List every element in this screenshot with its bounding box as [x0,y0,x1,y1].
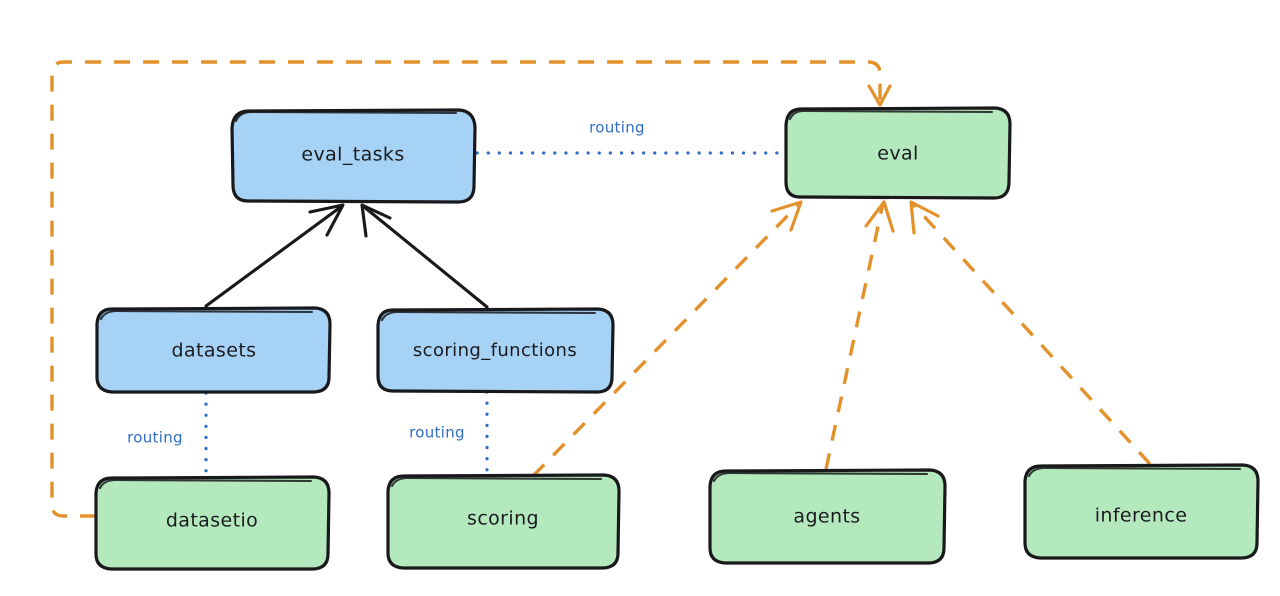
node-label-datasets: datasets [172,340,257,362]
node-label-scoring-functions: scoring_functions [413,340,577,361]
edge-label-routing-top: routing [589,119,645,137]
edge-scoring-eval[interactable] [531,200,803,478]
routing-edges-group [204,151,788,479]
node-datasetio[interactable]: datasetio [94,475,331,571]
edge-labels-group: routing routing routing [127,119,645,447]
node-label-scoring: scoring [467,508,539,530]
edge-label-routing-left: routing [127,429,183,447]
edge-scoring-functions-eval-tasks[interactable] [360,203,489,309]
edge-agents-eval[interactable] [824,200,895,470]
node-label-inference: inference [1095,505,1188,527]
node-agents[interactable]: agents [708,468,947,565]
node-eval-tasks[interactable]: eval_tasks [230,108,477,204]
node-eval[interactable]: eval [784,106,1012,200]
node-label-agents: agents [793,506,860,528]
node-scoring-functions[interactable]: scoring_functions [376,307,615,394]
node-label-datasetio: datasetio [166,510,258,532]
node-label-eval-tasks: eval_tasks [301,144,404,166]
edge-datasets-eval-tasks[interactable] [204,203,345,308]
node-scoring[interactable]: scoring [386,473,621,570]
hierarchy-edges-group [204,203,489,309]
dependency-edges-group [50,60,1152,518]
edge-inference-eval[interactable] [909,200,1152,466]
node-datasets[interactable]: datasets [95,306,332,394]
edge-label-routing-mid: routing [409,424,465,442]
node-inference[interactable]: inference [1023,463,1260,560]
node-label-eval: eval [877,143,918,165]
edge-datasetio-eval[interactable] [50,60,892,518]
